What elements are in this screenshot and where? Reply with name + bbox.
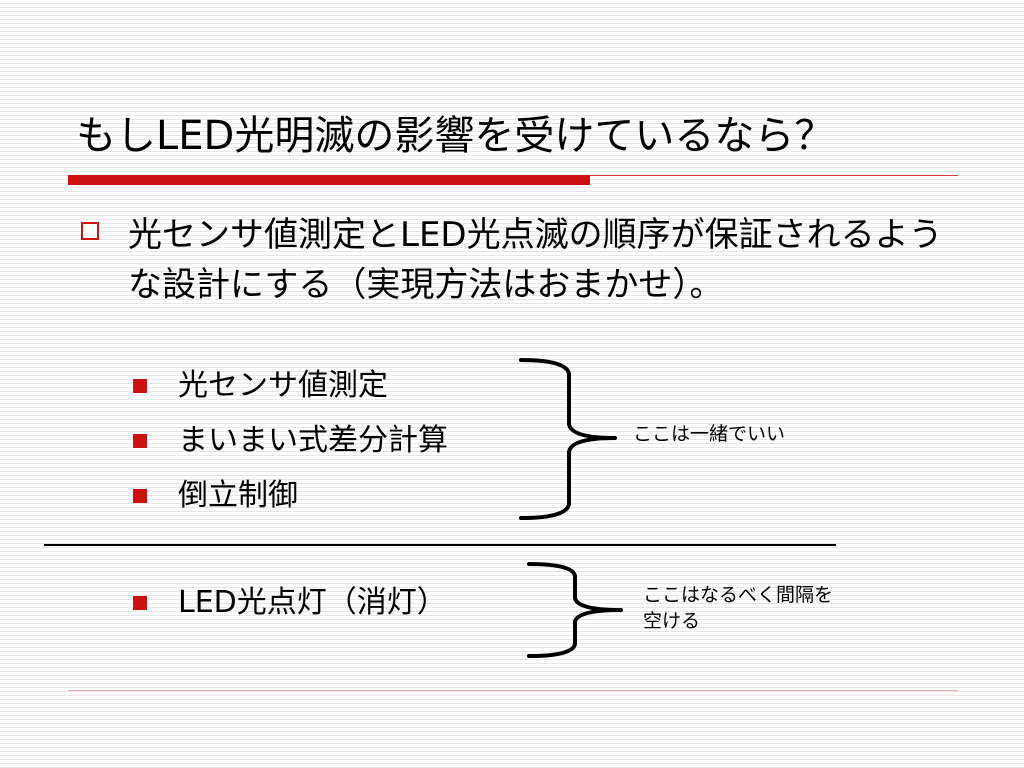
- group1-note: ここは一緒でいい: [633, 423, 786, 445]
- group2-note: ここはなるべく間隔を 空ける: [643, 582, 833, 634]
- list-item-difference-calc: まいまい式差分計算: [178, 423, 448, 458]
- right-brace-icon: [527, 562, 623, 658]
- list-item-light-sensor: 光センサ値測定: [178, 368, 388, 403]
- main-point-text: 光センサ値測定とLED光点滅の順序が保証されるような設計にする（実現方法はおまか…: [128, 215, 943, 305]
- title-underline-accent: [68, 175, 590, 185]
- slide-title: もしLED光明滅の影響を受けているなら？: [76, 113, 835, 159]
- square-bullet-icon: [133, 379, 147, 393]
- hollow-square-bullet-icon: [81, 222, 99, 240]
- right-brace-icon: [519, 358, 617, 520]
- square-bullet-icon: [133, 434, 147, 448]
- section-divider: [44, 544, 836, 546]
- list-item-balance-control: 倒立制御: [178, 478, 298, 513]
- list-item-led-toggle: LED光点灯（消灯）: [178, 585, 447, 620]
- group2-note-line2: 空ける: [643, 610, 701, 632]
- square-bullet-icon: [133, 596, 147, 610]
- square-bullet-icon: [133, 489, 147, 503]
- footer-rule: [68, 690, 958, 691]
- group2-note-line1: ここはなるべく間隔を: [643, 584, 834, 606]
